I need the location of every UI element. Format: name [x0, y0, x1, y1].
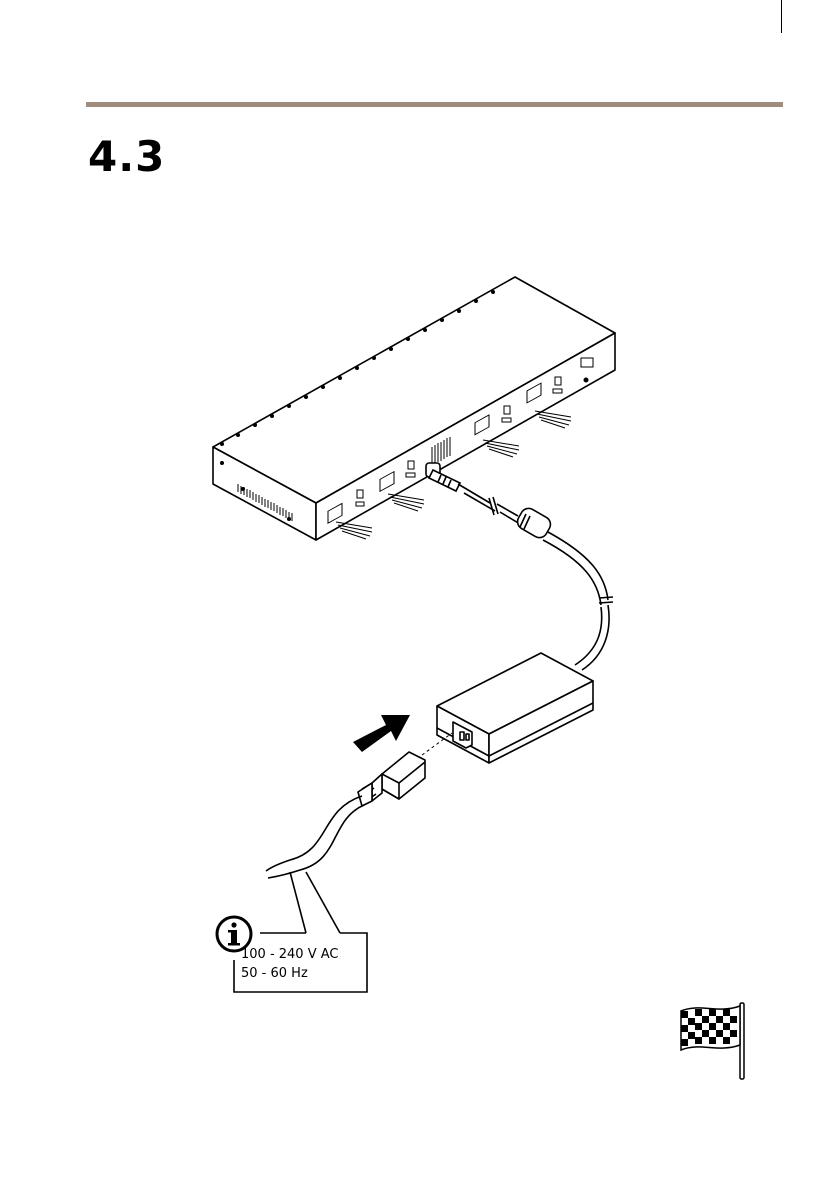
dc-cable: [458, 484, 613, 670]
ac-plug: [358, 752, 425, 806]
ac-cable: [266, 796, 364, 878]
checkered-flag-icon: [681, 1003, 744, 1079]
info-callout-leader: [290, 872, 340, 933]
device-unit: [213, 277, 615, 540]
insert-arrow-icon: [353, 715, 410, 752]
callout-voltage: 100 - 240 V AC: [241, 947, 338, 963]
info-icon: [217, 917, 251, 951]
insert-guide-line: [422, 733, 452, 755]
callout-frequency: 50 - 60 Hz: [241, 966, 308, 982]
power-adapter: [437, 653, 593, 763]
